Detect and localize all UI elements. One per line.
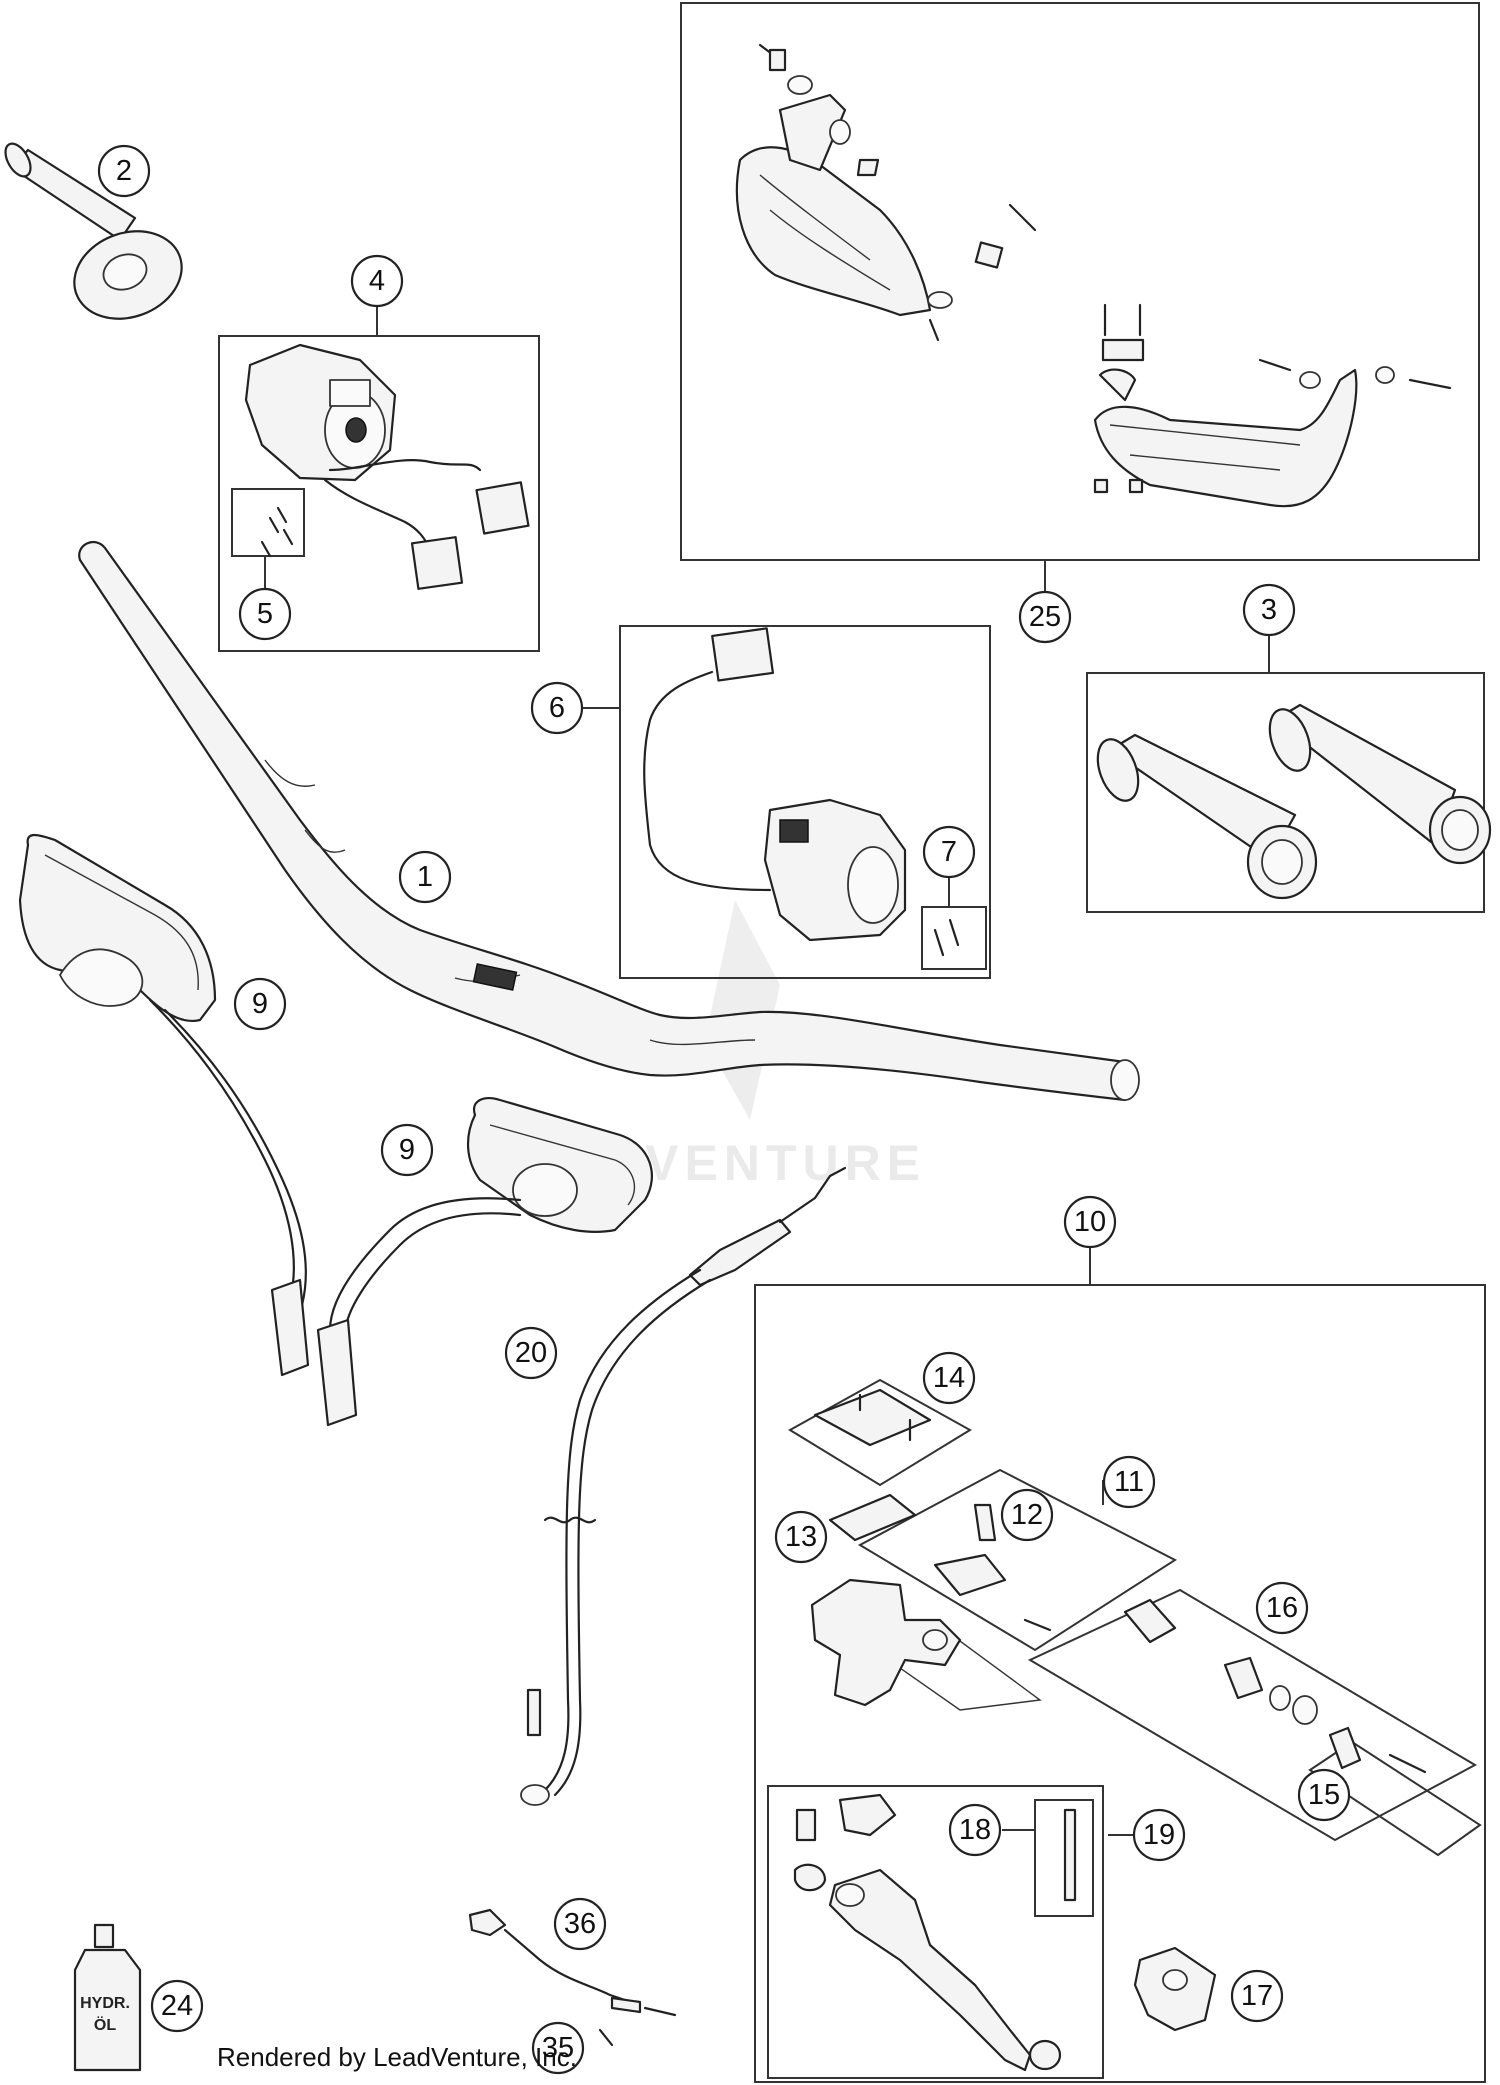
callout-35-label: 35 (542, 2032, 574, 2064)
part-handlebar (78, 541, 1140, 1102)
callout-15: 15 (1297, 1768, 1351, 1822)
callout-9-left-label: 9 (252, 988, 268, 1020)
box-5 (231, 488, 305, 557)
callout-6: 6 (530, 681, 584, 735)
part-switch-left (244, 343, 530, 590)
callout-35: 35 (531, 2021, 585, 2075)
box-7 (921, 906, 987, 970)
part-switch-right (643, 627, 960, 957)
box-6 (619, 625, 991, 979)
callout-11-label: 11 (1114, 1466, 1144, 1498)
callout-24: 24 (150, 1979, 204, 2033)
box-16 (1027, 1588, 1478, 1842)
box-11 (857, 1468, 1177, 1652)
callout-19: 19 (1132, 1808, 1186, 1862)
callout-36: 36 (553, 1897, 607, 1951)
callout-5-label: 5 (257, 598, 273, 630)
box-3 (1086, 672, 1485, 913)
callout-11: 11 (1102, 1455, 1156, 1509)
callout-9-right-label: 9 (399, 1134, 415, 1166)
part-grip-left (4, 142, 183, 320)
callout-16-label: 16 (1266, 1592, 1298, 1624)
callout-15-label: 15 (1308, 1779, 1340, 1811)
callout-18-label: 18 (959, 1814, 991, 1846)
callout-20: 20 (504, 1326, 558, 1380)
part-handguard-set (735, 43, 1452, 508)
callout-12: 12 (1000, 1488, 1054, 1542)
callout-20-label: 20 (515, 1337, 547, 1369)
box-18 (1034, 1799, 1094, 1917)
callout-16: 16 (1255, 1581, 1309, 1635)
part-mirror-left (18, 833, 310, 1377)
rendered-by-credit: Rendered by LeadVenture, Inc. (217, 2042, 577, 2072)
callout-3: 3 (1242, 583, 1296, 637)
box-19 (767, 1785, 1104, 2079)
callout-10-label: 10 (1074, 1206, 1106, 1238)
callout-24-label: 24 (161, 1990, 193, 2022)
bottle-label-line2: ÖL (94, 2015, 116, 2034)
callout-19-label: 19 (1143, 1819, 1175, 1851)
part-hydraulic-oil-bottle: HYDR. ÖL (73, 1923, 142, 2072)
callout-25: 25 (1018, 590, 1072, 644)
callout-4-label: 4 (369, 265, 385, 297)
part-grip-set (1096, 703, 1492, 900)
box-frame-lever-group (859, 1629, 1042, 1711)
callout-7: 7 (922, 825, 976, 879)
box-10 (754, 1284, 1486, 2083)
callout-18: 18 (948, 1803, 1002, 1857)
callout-9-left: 9 (233, 977, 287, 1031)
part-master-cylinder (810, 1388, 1427, 1774)
box-25 (680, 2, 1480, 561)
callout-17: 17 (1230, 1969, 1284, 2023)
callout-10: 10 (1063, 1195, 1117, 1249)
callout-3-label: 3 (1261, 594, 1277, 626)
callout-17-label: 17 (1241, 1980, 1273, 2012)
callout-2: 2 (97, 144, 151, 198)
callout-9-right: 9 (380, 1123, 434, 1177)
callout-14-label: 14 (933, 1362, 965, 1394)
callout-1: 1 (398, 850, 452, 904)
callout-14: 14 (922, 1351, 976, 1405)
callout-12-label: 12 (1011, 1499, 1043, 1531)
part-brake-light-switch (468, 1908, 677, 2047)
callout-13-label: 13 (785, 1521, 817, 1553)
callout-13: 13 (774, 1510, 828, 1564)
callout-7-label: 7 (941, 836, 957, 868)
box-14 (788, 1378, 972, 1487)
callout-4: 4 (350, 254, 404, 308)
callout-25-label: 25 (1029, 601, 1061, 633)
part-brake-lever (793, 1793, 1217, 2072)
bottle-label-line1: HYDR. (80, 1995, 130, 2012)
callout-6-label: 6 (549, 692, 565, 724)
part-mirror-right (316, 1097, 653, 1427)
box-4 (218, 335, 540, 652)
callout-1-label: 1 (417, 861, 433, 893)
callout-36-label: 36 (564, 1908, 596, 1940)
callout-2-label: 2 (116, 155, 132, 187)
callout-5: 5 (238, 587, 292, 641)
part-throttle-cable (520, 1166, 847, 1806)
